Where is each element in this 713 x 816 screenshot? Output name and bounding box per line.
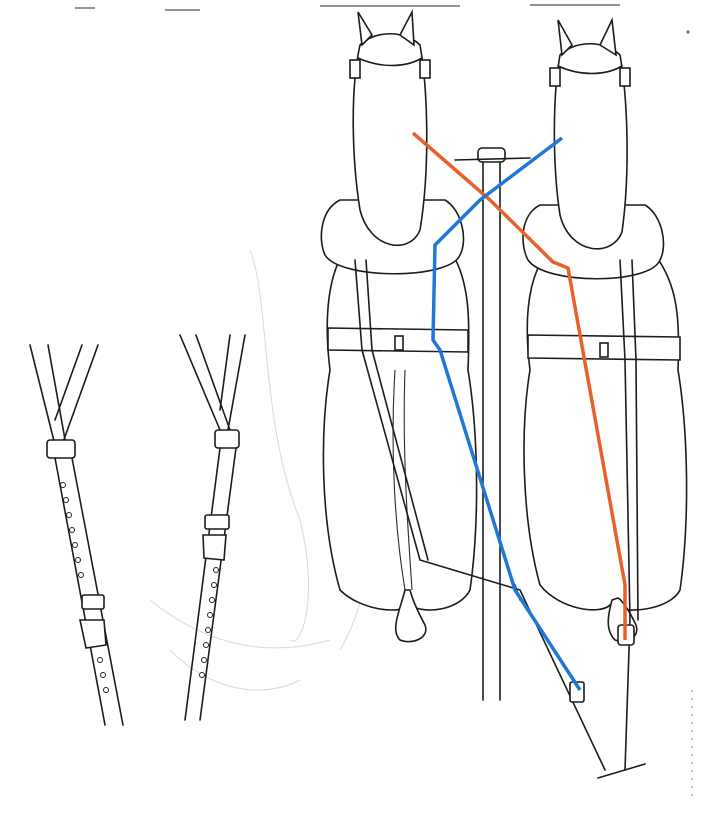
horse-left-icon	[320, 9, 478, 643]
strap-detail-right	[179, 334, 246, 721]
driver-hand-bar	[597, 763, 646, 779]
strap-holes-left	[60, 482, 109, 693]
strap-buckle-icon	[569, 681, 585, 703]
top-dashes	[75, 4, 620, 11]
carriage-pole	[454, 147, 531, 701]
horse-right-icon	[522, 17, 688, 643]
orange-rein-path	[411, 131, 627, 640]
strap-detail-left	[29, 344, 124, 726]
blue-rein-path	[431, 136, 582, 691]
margin-marks	[686, 30, 693, 800]
